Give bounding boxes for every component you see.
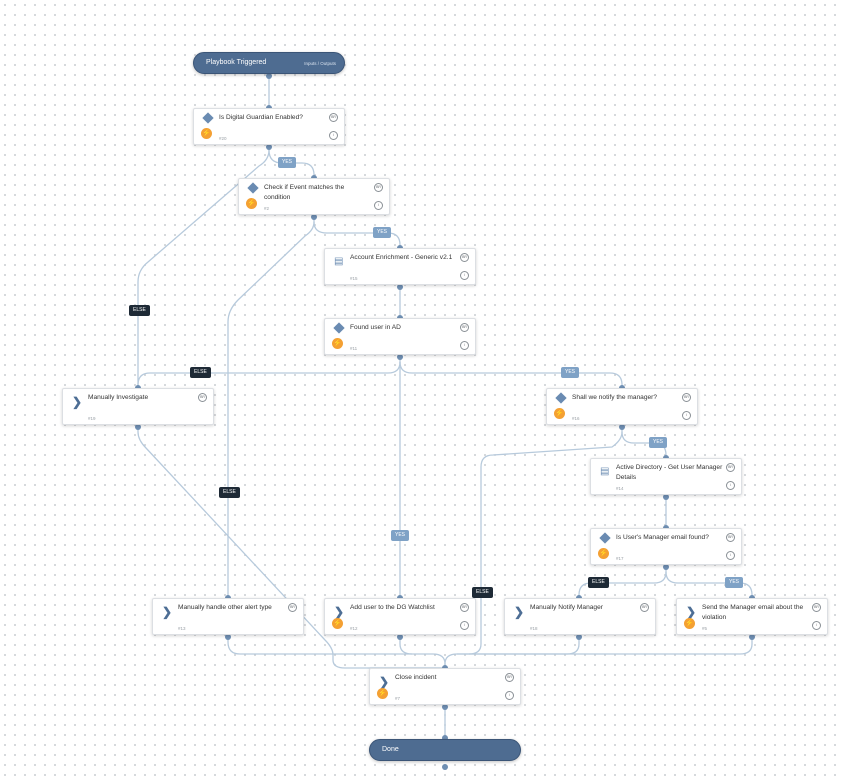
task-number: #19 bbox=[88, 416, 96, 421]
done-label: Done bbox=[382, 746, 399, 753]
task-number: #20 bbox=[219, 136, 227, 141]
task-7[interactable]: ❯ Close incident ⚡ #7 BR i bbox=[369, 668, 521, 705]
yes-badge[interactable]: YES bbox=[373, 227, 392, 238]
brand-icon: BR bbox=[329, 113, 338, 122]
lightning-icon: ⚡ bbox=[332, 338, 343, 349]
task-title: Is Digital Guardian Enabled? bbox=[219, 114, 303, 121]
task-number: #14 bbox=[616, 486, 624, 491]
task-number: #5 bbox=[702, 626, 708, 631]
brand-icon: BR bbox=[460, 603, 469, 612]
brand-icon: BR bbox=[374, 183, 383, 192]
task-14[interactable]: ▤ Active Directory - Get User Manager De… bbox=[590, 458, 742, 495]
diamond-icon bbox=[333, 322, 345, 334]
lightning-icon: ⚡ bbox=[684, 618, 695, 629]
brand-icon: BR bbox=[288, 603, 297, 612]
brand-icon: BR bbox=[726, 533, 735, 542]
lightning-icon: ⚡ bbox=[598, 548, 609, 559]
task-13[interactable]: ❯ Manually handle other alert type #13 B… bbox=[152, 598, 304, 635]
task-title: Check if Event matches the condition bbox=[264, 184, 345, 201]
chevron-right-icon: ❯ bbox=[72, 395, 83, 409]
yes-badge[interactable]: YES bbox=[725, 577, 744, 588]
lightning-icon: ⚡ bbox=[554, 408, 565, 419]
info-icon[interactable]: i bbox=[505, 691, 514, 700]
brand-icon: BR bbox=[460, 323, 469, 332]
info-icon[interactable]: i bbox=[460, 621, 469, 630]
info-icon[interactable]: i bbox=[374, 201, 383, 210]
brand-icon: BR bbox=[460, 253, 469, 262]
task-number: #13 bbox=[178, 626, 186, 631]
task-17[interactable]: Is User's Manager email found? ⚡ #17 BR … bbox=[590, 528, 742, 565]
task-2[interactable]: Check if Event matches the condition ⚡ #… bbox=[238, 178, 390, 215]
chevron-right-icon: ❯ bbox=[514, 605, 525, 619]
brand-icon: BR bbox=[812, 603, 821, 612]
task-number: #17 bbox=[616, 556, 624, 561]
chevron-right-icon: ❯ bbox=[334, 605, 345, 619]
task-title: Active Directory - Get User Manager Deta… bbox=[616, 464, 723, 481]
inputs-outputs-link[interactable]: Inputs / Outputs bbox=[304, 61, 336, 66]
info-icon[interactable]: i bbox=[812, 621, 821, 630]
task-number: #2 bbox=[264, 206, 270, 211]
lightning-icon: ⚡ bbox=[201, 128, 212, 139]
lightning-icon: ⚡ bbox=[377, 688, 388, 699]
yes-badge[interactable]: YES bbox=[391, 530, 410, 541]
yes-badge[interactable]: YES bbox=[561, 367, 580, 378]
lightning-icon: ⚡ bbox=[246, 198, 257, 209]
task-number: #12 bbox=[350, 626, 358, 631]
done-node[interactable]: Done bbox=[369, 739, 521, 761]
else-badge[interactable]: ELSE bbox=[472, 587, 493, 598]
task-title: Add user to the DG Watchlist bbox=[350, 604, 435, 611]
task-number: #7 bbox=[395, 696, 401, 701]
info-icon[interactable]: i bbox=[726, 551, 735, 560]
task-title: Close incident bbox=[395, 674, 437, 681]
diamond-icon bbox=[247, 182, 259, 194]
info-icon[interactable]: i bbox=[682, 411, 691, 420]
brand-icon: BR bbox=[198, 393, 207, 402]
yes-badge[interactable]: YES bbox=[278, 157, 297, 168]
diamond-icon bbox=[555, 392, 567, 404]
task-number: #11 bbox=[350, 346, 358, 351]
task-title: Shall we notify the manager? bbox=[572, 394, 658, 401]
task-number: #15 bbox=[350, 276, 358, 281]
brand-icon: BR bbox=[505, 673, 514, 682]
start-label: Playbook Triggered bbox=[206, 59, 267, 66]
task-15[interactable]: ▤ Account Enrichment - Generic v2.1 #15 … bbox=[324, 248, 476, 285]
task-5[interactable]: ❯ Send the Manager email about the viola… bbox=[676, 598, 828, 635]
book-icon: ▤ bbox=[600, 466, 610, 477]
brand-icon: BR bbox=[640, 603, 649, 612]
brand-icon: BR bbox=[726, 463, 735, 472]
chevron-right-icon: ❯ bbox=[686, 605, 697, 619]
else-badge[interactable]: ELSE bbox=[129, 305, 150, 316]
else-badge[interactable]: ELSE bbox=[190, 367, 211, 378]
task-18[interactable]: ❯ Manually Notify Manager #18 BR bbox=[504, 598, 656, 635]
task-title: Send the Manager email about the violati… bbox=[702, 604, 804, 621]
task-19[interactable]: ❯ Manually Investigate #19 BR bbox=[62, 388, 214, 425]
task-title: Account Enrichment - Generic v2.1 bbox=[350, 254, 453, 261]
task-title: Is User's Manager email found? bbox=[616, 534, 709, 541]
task-12[interactable]: ❯ Add user to the DG Watchlist ⚡ #12 BR … bbox=[324, 598, 476, 635]
info-icon[interactable]: i bbox=[726, 481, 735, 490]
diamond-icon bbox=[202, 112, 214, 124]
diamond-icon bbox=[599, 532, 611, 544]
info-icon[interactable]: i bbox=[460, 271, 469, 280]
yes-badge[interactable]: YES bbox=[649, 437, 668, 448]
else-badge[interactable]: ELSE bbox=[588, 577, 609, 588]
info-icon[interactable]: i bbox=[460, 341, 469, 350]
task-20[interactable]: Is Digital Guardian Enabled? ⚡ #20 BR i bbox=[193, 108, 345, 145]
task-number: #18 bbox=[530, 626, 538, 631]
task-11[interactable]: Found user in AD ⚡ #11 BR i bbox=[324, 318, 476, 355]
task-title: Manually handle other alert type bbox=[178, 604, 272, 611]
chevron-right-icon: ❯ bbox=[162, 605, 173, 619]
task-title: Found user in AD bbox=[350, 324, 401, 331]
task-title: Manually Investigate bbox=[88, 394, 149, 401]
task-title: Manually Notify Manager bbox=[530, 604, 603, 611]
info-icon[interactable]: i bbox=[329, 131, 338, 140]
book-icon: ▤ bbox=[334, 256, 344, 267]
chevron-right-icon: ❯ bbox=[379, 675, 390, 689]
task-16[interactable]: Shall we notify the manager? ⚡ #16 BR i bbox=[546, 388, 698, 425]
else-badge[interactable]: ELSE bbox=[219, 487, 240, 498]
playbook-triggered-node[interactable]: Playbook Triggered Inputs / Outputs bbox=[193, 52, 345, 74]
brand-icon: BR bbox=[682, 393, 691, 402]
task-number: #16 bbox=[572, 416, 580, 421]
lightning-icon: ⚡ bbox=[332, 618, 343, 629]
